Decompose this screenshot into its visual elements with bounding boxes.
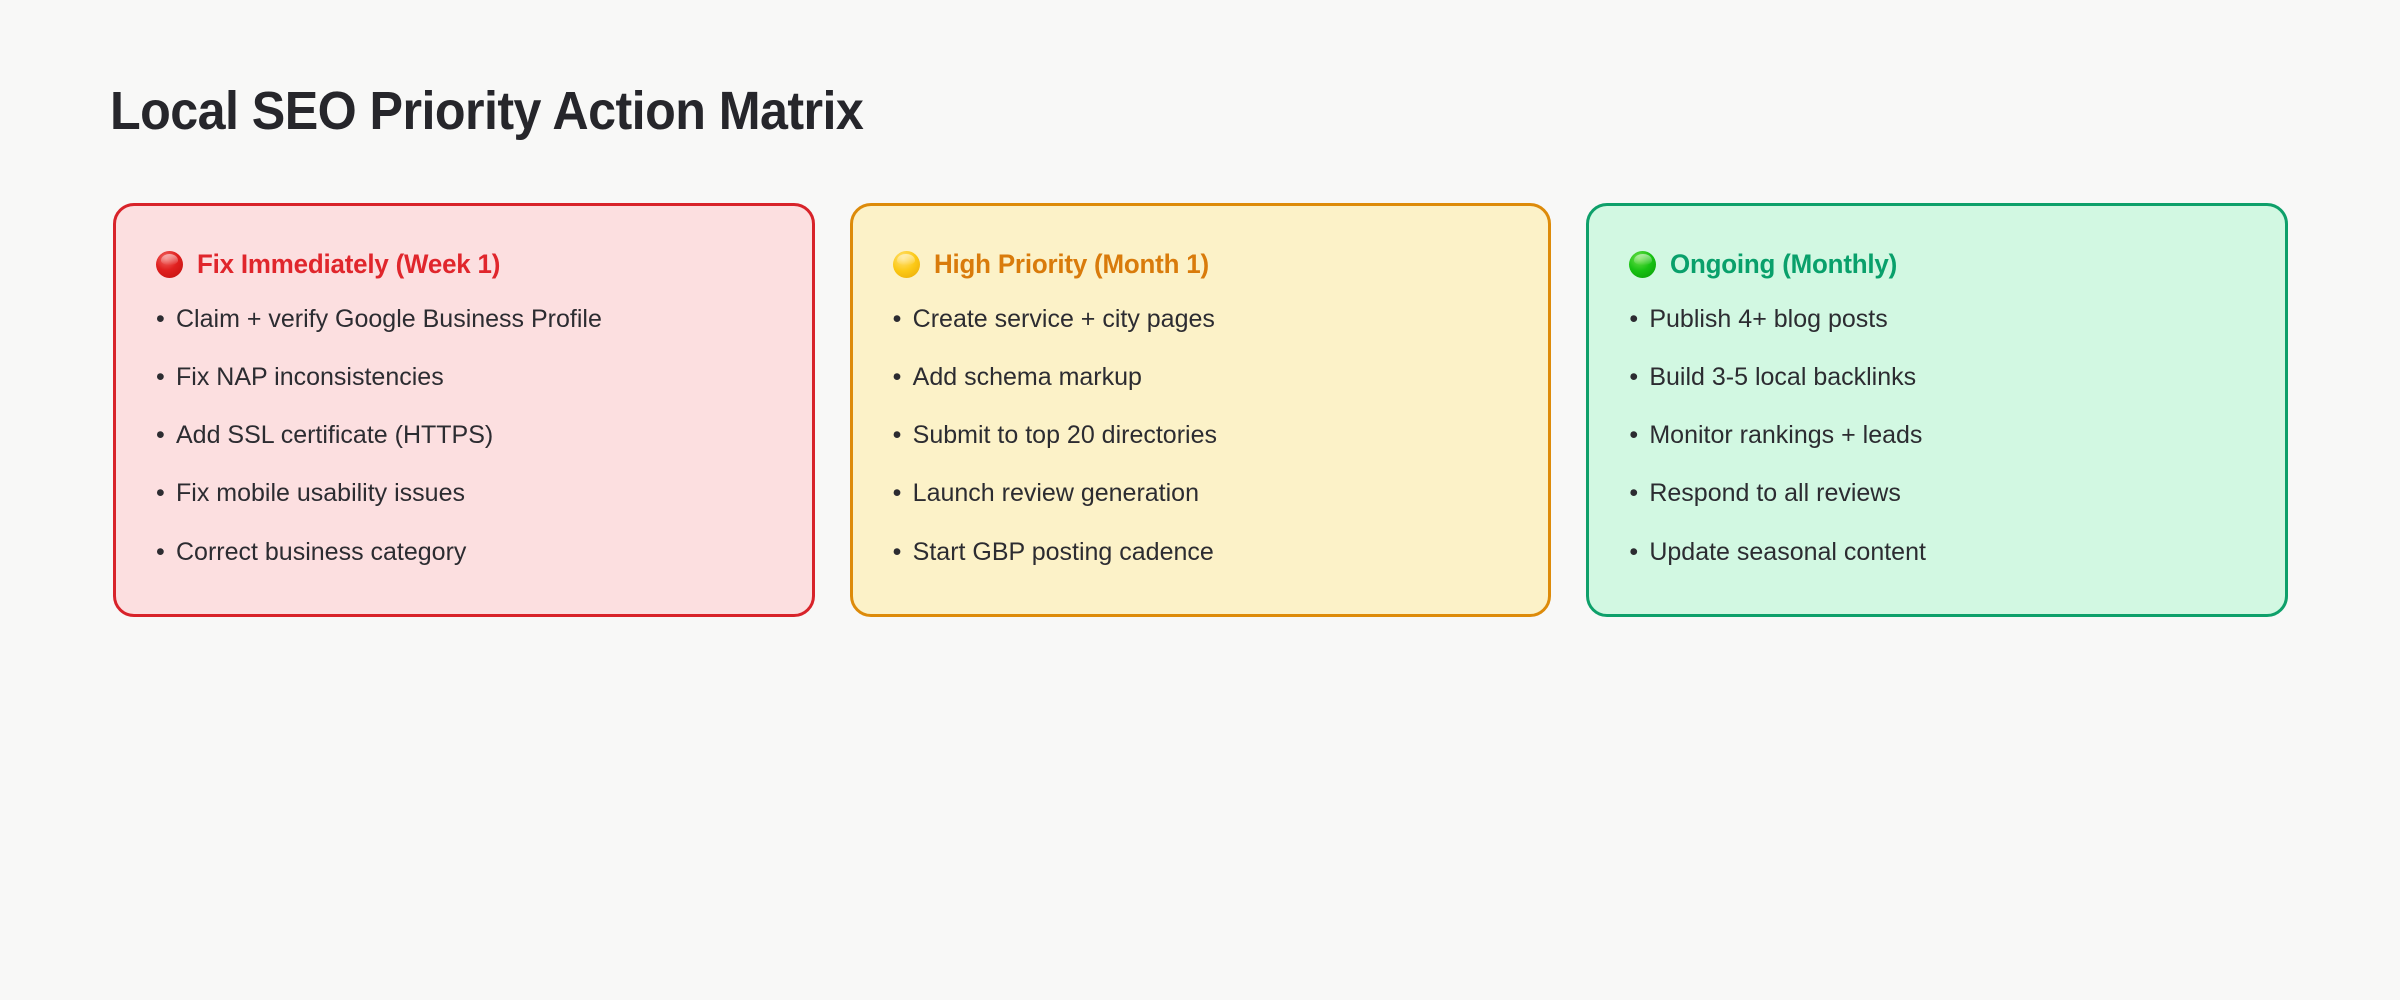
list-item: • Create service + city pages <box>893 304 1509 335</box>
list-item-label: Monitor rankings + leads <box>1649 421 1923 450</box>
list-item: • Fix NAP inconsistencies <box>156 362 772 393</box>
list-item-label: Update seasonal content <box>1649 537 1926 566</box>
action-item-list: • Publish 4+ blog posts • Build 3-5 loca… <box>1629 304 2245 568</box>
bullet-icon: • <box>892 421 902 450</box>
list-item-label: Add schema markup <box>912 362 1142 391</box>
list-item-label: Build 3-5 local backlinks <box>1649 362 1917 391</box>
priority-card-ongoing: Ongoing (Monthly) • Publish 4+ blog post… <box>1586 203 2289 617</box>
page-title: Local SEO Priority Action Matrix <box>110 81 864 141</box>
bullet-icon: • <box>1629 479 1639 508</box>
card-header: Ongoing (Monthly) <box>1629 249 2245 280</box>
card-title: Ongoing (Monthly) <box>1670 249 1898 279</box>
list-item-label: Launch review generation <box>912 479 1199 508</box>
bullet-icon: • <box>1629 362 1639 391</box>
list-item-label: Start GBP posting cadence <box>912 537 1214 566</box>
bullet-icon: • <box>156 362 165 391</box>
priority-card-row: Fix Immediately (Week 1) • Claim + verif… <box>113 203 2289 617</box>
list-item: • Launch review generation <box>893 478 1509 509</box>
green-circle-icon <box>1629 251 1657 279</box>
bullet-icon: • <box>892 479 902 508</box>
list-item: • Publish 4+ blog posts <box>1629 304 2245 335</box>
list-item: • Add schema markup <box>893 362 1509 393</box>
list-item: • Update seasonal content <box>1629 537 2245 568</box>
list-item: • Fix mobile usability issues <box>156 478 772 509</box>
list-item-label: Fix NAP inconsistencies <box>176 362 444 391</box>
list-item-label: Respond to all reviews <box>1649 479 1901 508</box>
list-item-label: Claim + verify Google Business Profile <box>176 304 602 333</box>
card-title: High Priority (Month 1) <box>933 249 1209 279</box>
bullet-icon: • <box>156 537 165 566</box>
list-item: • Monitor rankings + leads <box>1629 420 2245 451</box>
bullet-icon: • <box>1629 537 1639 566</box>
priority-card-high-priority: High Priority (Month 1) • Create service… <box>849 203 1552 617</box>
list-item: • Start GBP posting cadence <box>893 537 1509 568</box>
list-item: • Respond to all reviews <box>1629 478 2245 509</box>
action-item-list: • Claim + verify Google Business Profile… <box>156 304 772 568</box>
bullet-icon: • <box>156 421 165 450</box>
list-item-label: Publish 4+ blog posts <box>1649 304 1888 333</box>
yellow-circle-icon <box>892 251 920 279</box>
card-header: Fix Immediately (Week 1) <box>156 249 772 280</box>
bullet-icon: • <box>1629 421 1639 450</box>
red-circle-icon <box>156 251 183 279</box>
bullet-icon: • <box>892 537 902 566</box>
priority-card-fix-immediately: Fix Immediately (Week 1) • Claim + verif… <box>113 203 815 617</box>
list-item: • Claim + verify Google Business Profile <box>156 304 772 335</box>
bullet-icon: • <box>892 362 902 391</box>
bullet-icon: • <box>156 304 165 333</box>
list-item: • Add SSL certificate (HTTPS) <box>156 420 772 451</box>
bullet-icon: • <box>1629 304 1639 333</box>
list-item-label: Add SSL certificate (HTTPS) <box>176 421 494 450</box>
list-item: • Submit to top 20 directories <box>893 420 1509 451</box>
list-item-label: Correct business category <box>176 537 467 566</box>
list-item-label: Submit to top 20 directories <box>912 421 1217 450</box>
action-item-list: • Create service + city pages • Add sche… <box>893 304 1509 568</box>
bullet-icon: • <box>892 304 902 333</box>
list-item: • Correct business category <box>156 537 772 568</box>
list-item-label: Create service + city pages <box>912 304 1215 333</box>
card-header: High Priority (Month 1) <box>892 249 1509 280</box>
card-title: Fix Immediately (Week 1) <box>197 249 501 279</box>
list-item-label: Fix mobile usability issues <box>176 479 465 508</box>
list-item: • Build 3-5 local backlinks <box>1629 362 2245 393</box>
bullet-icon: • <box>156 479 165 508</box>
